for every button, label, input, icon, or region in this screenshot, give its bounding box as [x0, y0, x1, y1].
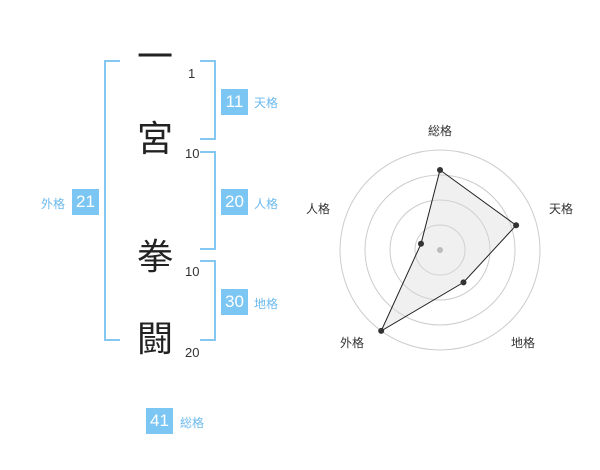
- radar-ring: [389, 199, 491, 301]
- radar-ring: [364, 174, 516, 326]
- tenkaku-bracket: [200, 60, 216, 140]
- radar-point-4: [378, 327, 385, 334]
- radar-axis-label-jinkaku: 人格: [306, 202, 331, 216]
- gaikaku-value-badge: 21: [72, 189, 99, 215]
- name-char-4: 闘: [136, 319, 173, 360]
- radar-axis-label-gaikaku: 外格: [340, 336, 365, 350]
- radar-point-3: [460, 279, 467, 286]
- tenkaku-value-badge: 11: [221, 89, 248, 115]
- soukaku-value-badge: 41: [146, 408, 173, 434]
- soukaku-label: 総格: [180, 416, 205, 430]
- radar-point-1: [437, 167, 443, 173]
- chikaku-bracket: [200, 260, 216, 341]
- chikaku-value-badge: 30: [221, 289, 248, 315]
- chikaku-label: 地格: [254, 297, 279, 311]
- radar-center-dot: [437, 247, 443, 253]
- name-char-1: 一: [136, 37, 173, 78]
- jinkaku-value-badge: 20: [221, 189, 248, 215]
- jinkaku-label: 人格: [254, 197, 279, 211]
- jinkaku-bracket: [200, 151, 216, 250]
- stroke-count-1: 1: [188, 66, 196, 81]
- tenkaku-label: 天格: [254, 96, 279, 110]
- gaikaku-bracket: [104, 60, 120, 341]
- stroke-count-4: 20: [185, 345, 200, 360]
- radar-axis-label-tenkaku: 天格: [549, 202, 574, 216]
- radar-point-5: [418, 240, 424, 247]
- stroke-count-3: 10: [185, 264, 200, 279]
- radar-ring: [414, 224, 466, 276]
- radar-axis-label-chikaku: 地格: [511, 336, 536, 350]
- gaikaku-label: 外格: [41, 197, 66, 211]
- radar-ring: [339, 149, 541, 351]
- name-char-2: 宮: [136, 119, 173, 160]
- radar-axis-label-soukaku: 総格: [428, 124, 453, 138]
- radar-point-2: [513, 222, 520, 229]
- radar-area: [380, 169, 517, 333]
- name-char-3: 拳: [136, 237, 173, 278]
- stroke-count-2: 10: [185, 146, 200, 161]
